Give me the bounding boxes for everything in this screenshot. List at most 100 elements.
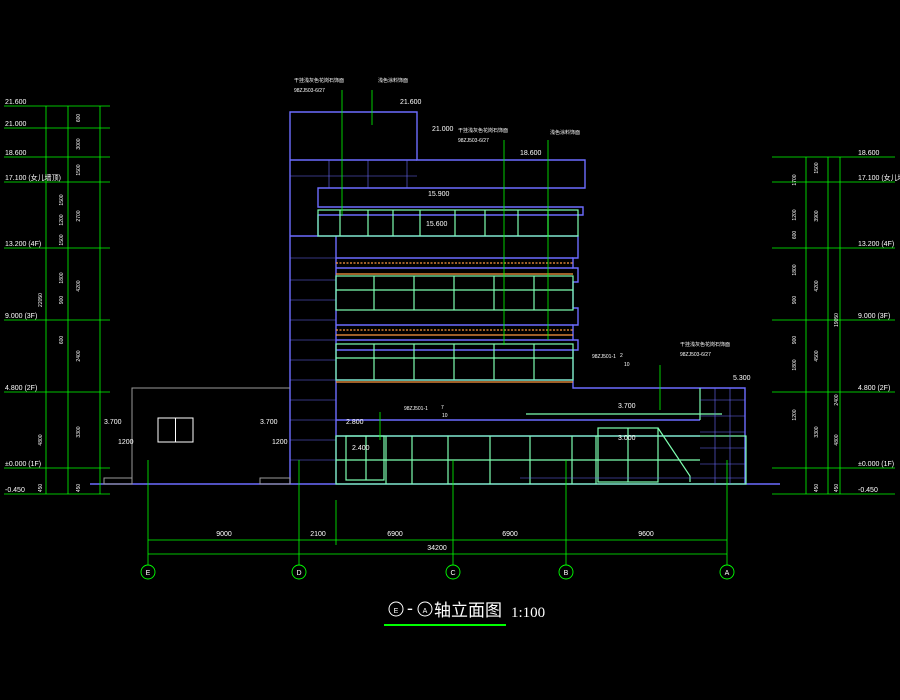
building-elevation: 3.700 (618, 403, 636, 410)
small-dim: 1200 (272, 439, 288, 446)
annotation-note: 98ZJ503-6/27 (294, 88, 325, 94)
right-dim-small: 900 (792, 296, 798, 305)
entrance (345, 388, 722, 483)
right-level-label: 13.200 (4F) (858, 241, 894, 248)
right-dim-inner: 450 (814, 484, 820, 493)
title-dash: - (407, 599, 413, 619)
axis-label: E (146, 570, 151, 577)
dimension-segment: 2100 (310, 531, 326, 538)
dimension-segment: 6900 (502, 531, 518, 538)
floor-bands (336, 262, 573, 383)
axis-bubble (140, 564, 156, 580)
right-dim-outer: 19050 (834, 313, 840, 327)
left-dim-inner: 3000 (76, 138, 82, 149)
left-dim-inner: 3300 (76, 426, 82, 437)
annotation-note: 98ZJ501-1 (592, 354, 616, 360)
title-axis-start: E (394, 608, 399, 615)
dimension-segment: 9600 (638, 531, 654, 538)
left-elevation-scale (4, 105, 110, 495)
left-level-label: -0.450 (5, 487, 25, 494)
right-level-label: 18.600 (858, 150, 880, 157)
title-axis-end: A (423, 608, 428, 615)
annotation-note: 干挂浅灰色花岗石饰面 (458, 127, 508, 134)
left-dim-inner: 600 (76, 114, 82, 123)
axis-bubble (558, 564, 574, 580)
annotation-note: 98ZJ503-6/27 (458, 138, 489, 144)
building-elevation: 2.400 (352, 445, 370, 452)
axis-bubble (719, 564, 735, 580)
left-dim-inner: 1500 (76, 164, 82, 175)
building-elevation: 3.700 (260, 419, 278, 426)
left-dim-outer: 4800 (38, 434, 44, 445)
annotation-note: 浅色涂料饰面 (378, 77, 408, 84)
right-dim-outer: 2400 (834, 394, 840, 405)
right-dim-outer: 450 (834, 484, 840, 493)
axis-label: C (450, 570, 455, 577)
right-dim-small: 1200 (792, 409, 798, 420)
left-dim-inner: 2700 (76, 210, 82, 221)
left-wing (103, 387, 291, 485)
right-dim-inner: 4200 (814, 280, 820, 291)
axis-label: A (725, 570, 730, 577)
left-dim-small: 900 (59, 296, 65, 305)
left-level-label: 21.600 (5, 99, 27, 106)
left-dim-inner: 2400 (76, 350, 82, 361)
right-dim-small: 1700 (792, 174, 798, 185)
building-elevation: 21.600 (400, 99, 422, 106)
building-elevation: 15.900 (428, 191, 450, 198)
right-dim-small: 600 (792, 231, 798, 240)
left-level-label: ±0.000 (1F) (5, 461, 41, 468)
stair-shaft (290, 160, 417, 461)
facade-grid (520, 388, 745, 484)
bottom-dimensions (147, 460, 728, 565)
axis-bubble (445, 564, 461, 580)
left-level-label: 9.000 (3F) (5, 313, 37, 320)
left-level-label: 4.800 (2F) (5, 385, 37, 392)
curtain-wall (317, 209, 747, 485)
right-dim-outer: 4800 (834, 434, 840, 445)
title-axis-circle-right (417, 601, 433, 617)
right-dim-inner: 1500 (814, 162, 820, 173)
right-level-label: 9.000 (3F) (858, 313, 890, 320)
left-dim-outer: 450 (38, 484, 44, 493)
right-dim-inner: 4500 (814, 350, 820, 361)
small-dim: 1200 (118, 439, 134, 446)
left-dim-outer: 22050 (38, 293, 44, 307)
right-dim-small: 1800 (792, 264, 798, 275)
axis-bubble (291, 564, 307, 580)
left-dim-small: 600 (59, 336, 65, 345)
annotation-note: 98ZJ503-6/27 (680, 352, 711, 358)
right-dim-inner: 3300 (814, 426, 820, 437)
text-layer: 21.600 21.000 18.600 17.100 (女儿墙顶) 13.200 (4… (5, 77, 900, 621)
dimension-segment: 6900 (387, 531, 403, 538)
drawing-title: 轴立面图 (434, 601, 502, 621)
dimension-segment: 9000 (216, 531, 232, 538)
annotation-note: 10 (624, 362, 630, 368)
drawing-scale: 1:100 (511, 605, 545, 621)
building-elevation: 21.000 (432, 126, 454, 133)
building-elevation: 18.600 (520, 150, 542, 157)
axis-label: B (564, 570, 569, 577)
left-dim-small: 1500 (59, 194, 65, 205)
left-dim-small: 1500 (59, 234, 65, 245)
annotation-note: 7 (441, 405, 444, 411)
right-dim-small: 900 (792, 336, 798, 345)
annotation-note: 2 (620, 353, 623, 359)
annotation-note: 浅色涂料饰面 (550, 129, 580, 136)
building-elevation: 2.800 (346, 419, 364, 426)
left-dim-small: 1200 (59, 214, 65, 225)
annotation-note: 干挂浅灰色花岗石饰面 (680, 341, 730, 348)
left-level-label: 17.100 (女儿墙顶) (5, 173, 61, 182)
left-level-label: 13.200 (4F) (5, 241, 41, 248)
right-dim-inner: 3900 (814, 210, 820, 221)
axis-label: D (296, 570, 301, 577)
left-level-label: 18.600 (5, 150, 27, 157)
annotation-note: 10 (442, 413, 448, 419)
left-dim-inner: 4200 (76, 280, 82, 291)
building-elevation: 15.600 (426, 221, 448, 228)
building-elevation: 5.300 (733, 375, 751, 382)
building-elevation: 3.000 (618, 435, 636, 442)
left-dim-small: 1800 (59, 272, 65, 283)
building-elevation: 3.700 (104, 419, 122, 426)
